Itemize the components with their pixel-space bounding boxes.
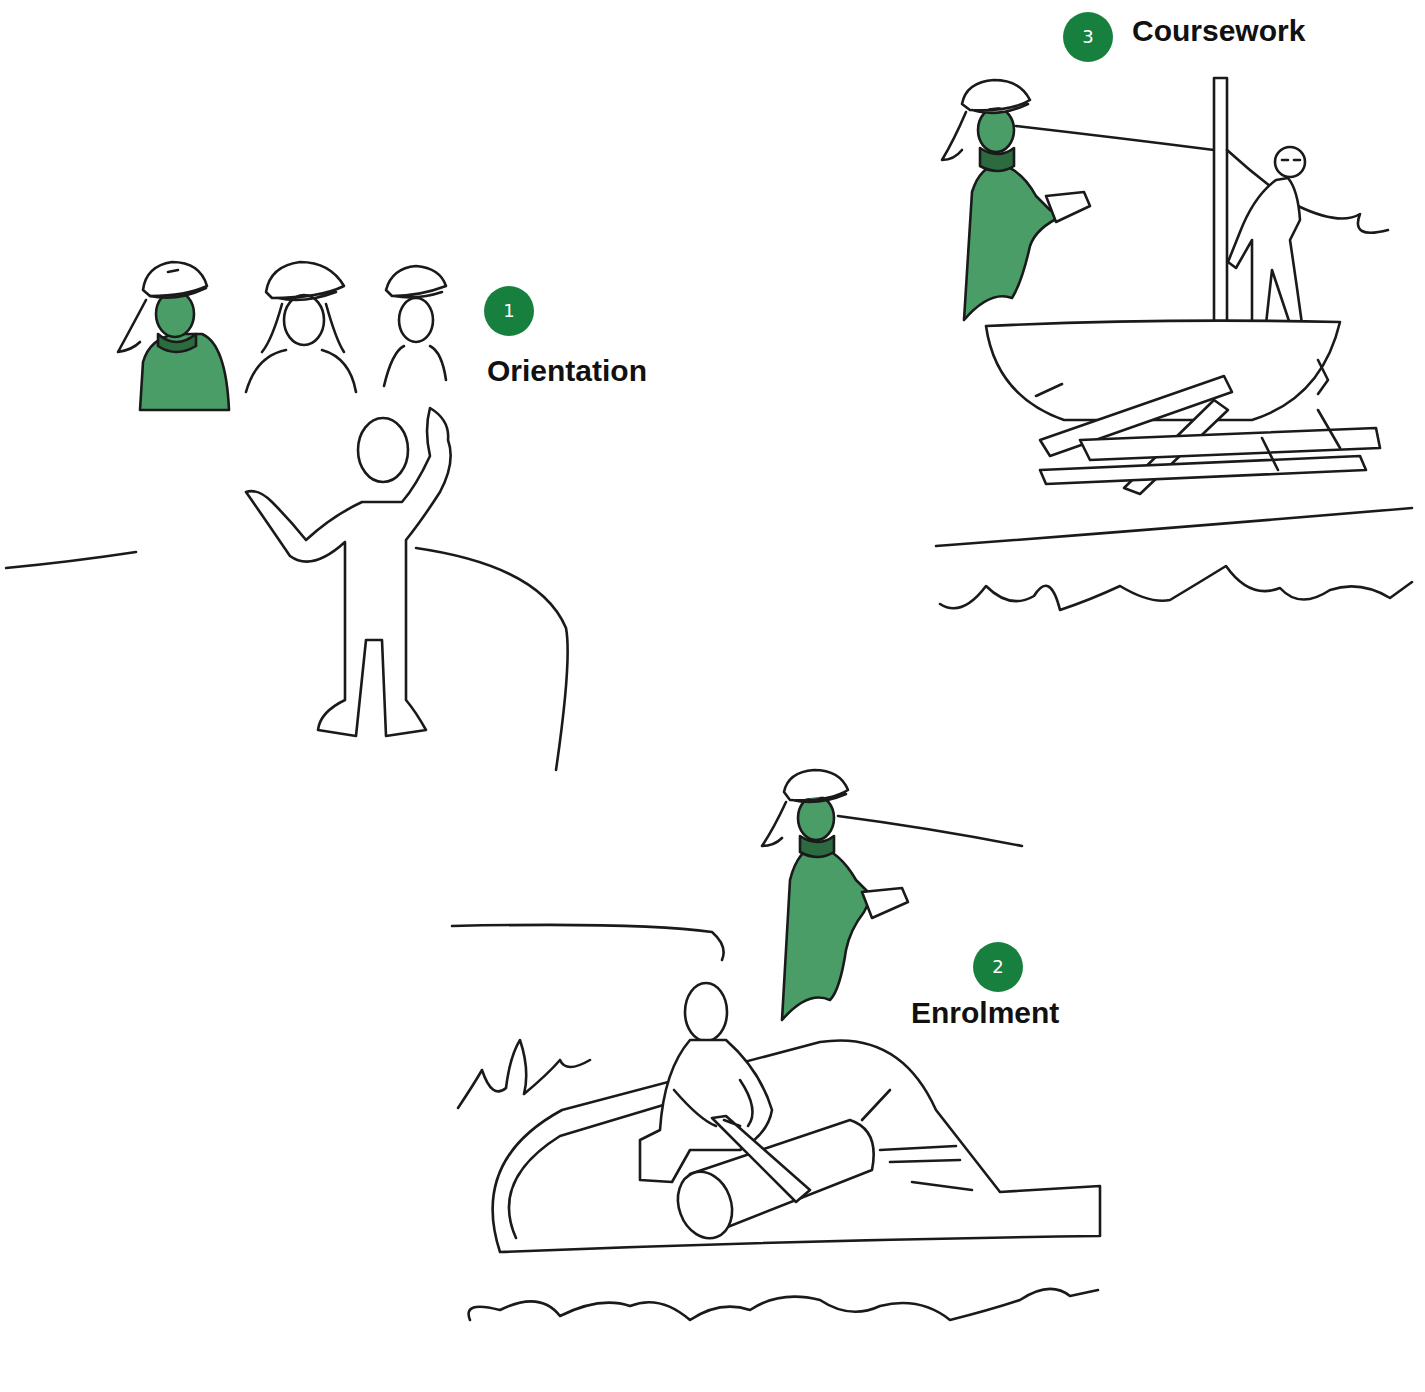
captain-body [140,334,229,410]
shore-line [452,925,724,960]
captain-shoulders [384,346,446,386]
captain-hair [118,300,146,352]
saw [712,1116,810,1202]
horizon [936,508,1412,546]
step-circle: 3Coursework [1063,12,1113,62]
sailor-head [1275,147,1305,177]
planks [1036,376,1380,494]
sailor-body [1228,178,1302,324]
log-end [669,1164,741,1246]
captain-collar [980,148,1014,171]
sight-line [1016,126,1214,150]
plank [1080,428,1380,460]
worker-head [685,983,727,1041]
paper [1046,192,1090,222]
person-head [358,418,408,482]
captain-face [399,298,433,342]
captain-hat-brim [150,270,206,298]
step-label: Coursework [1130,14,1307,49]
captain-body [782,846,872,1020]
captain-hat [784,770,848,802]
captain-face [284,295,324,345]
planks [862,1090,972,1190]
waves [940,566,1412,610]
captain-collar [800,836,834,857]
callout-number: 3 [1082,28,1093,46]
captain-shoulders [246,350,356,392]
captain-face [978,108,1014,152]
boat-deck [493,1040,1100,1252]
callout-number: 1 [503,302,514,320]
mast [1214,78,1227,324]
plank [1036,384,1340,470]
step-label: Enrolment [909,996,1061,1031]
captain-hair [762,802,786,846]
person-body [246,408,451,736]
step-circle: 1Orientation [484,286,534,336]
paper [862,888,908,918]
rocks [458,1040,590,1108]
captain-hat [386,266,446,297]
step-label: Orientation [485,354,649,389]
sight-line [838,816,1022,846]
enrolment-scene [452,770,1100,1320]
orientation-scene [6,262,568,770]
coursework-scene [936,78,1412,610]
step-circle: 2Enrolment [973,942,1023,992]
captain-collar [158,334,196,352]
captain-hair [942,112,966,160]
captain-hair [262,304,344,352]
callout-number: 2 [992,958,1003,976]
sailor-leg [1318,360,1328,394]
captain-body [964,164,1062,320]
plank [1040,456,1366,484]
ground-line [6,552,136,568]
sailor-glasses [1282,159,1300,162]
waves [469,1289,1098,1320]
captain-hat [962,80,1030,113]
cliff-edge [416,548,568,770]
